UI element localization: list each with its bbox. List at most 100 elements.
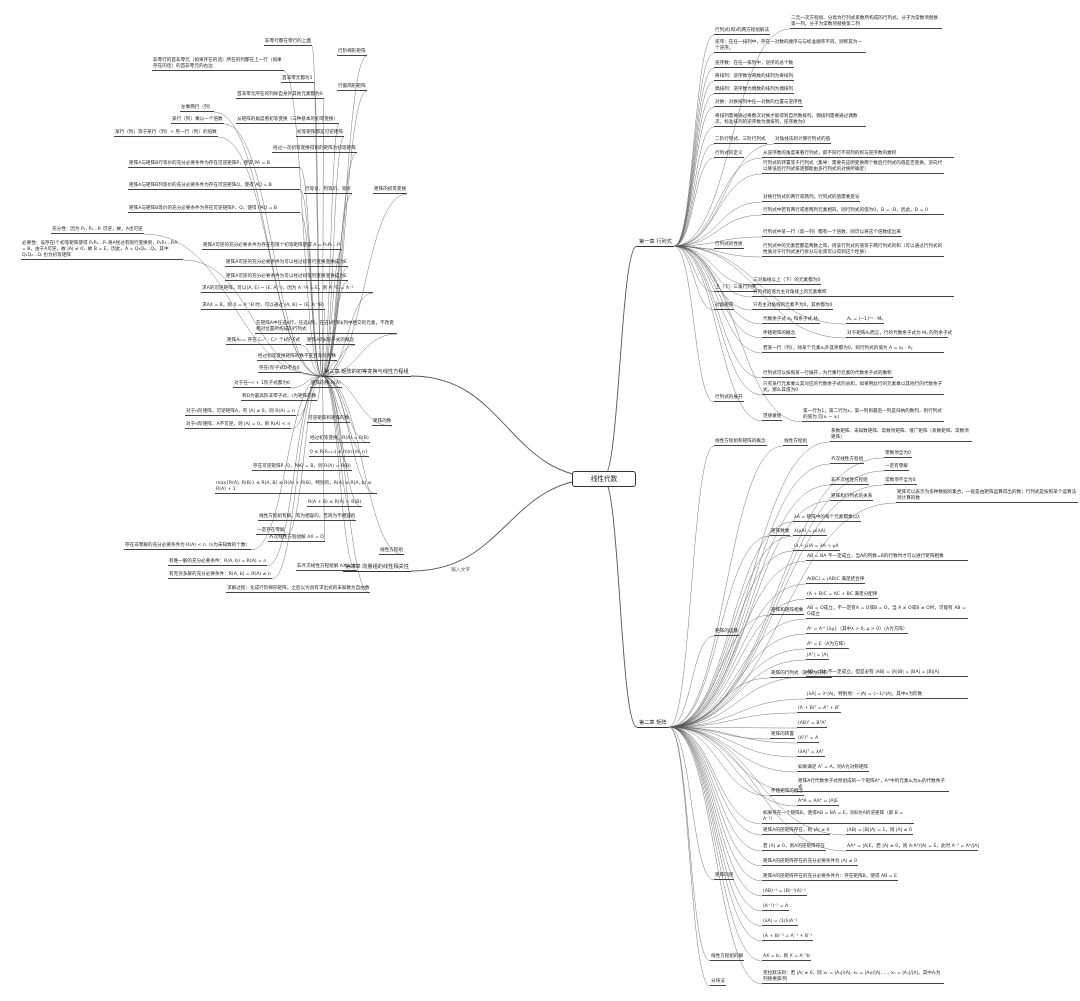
ch1-node[interactable]: 对角线法则计算行列式的值 bbox=[774, 137, 832, 144]
ch1-node[interactable]: 三对角线以上（下）的元素都为0 bbox=[752, 278, 822, 285]
ch1-node[interactable]: 二元一次方程组、分母为行列式系数所构成的行列式，分子为常数项替换第一列，分子为常… bbox=[790, 16, 942, 29]
branch-ch2[interactable]: 第二章 矩阵 bbox=[637, 720, 669, 728]
ch2-node[interactable]: AB = O成立，不一定有A = O或B = O，当 A ≠ O或B ≠ O时，… bbox=[806, 606, 968, 619]
ch3-node[interactable]: 初等矩阵都是可逆矩阵 bbox=[296, 130, 344, 137]
ch3-node[interactable]: 对于任一r + 1阶子式都为0 bbox=[233, 381, 291, 388]
ch3-node[interactable]: 有唯一解的充分必要条件：R(A, b) = R(A) = n bbox=[168, 559, 268, 566]
ch2-node[interactable]: 一定有零解 bbox=[884, 464, 909, 471]
ch1-node[interactable]: 偶排列：逆序数为偶数的排列为偶排列 bbox=[714, 87, 795, 94]
branch-ch4[interactable]: 第四章 向量组的线性相关性 bbox=[343, 564, 411, 572]
ch3-node[interactable]: 必要性：设存在l个初等矩阵使得 P₁P₂…Pₗ 将A经过有限行变换到，P₁P₂…… bbox=[21, 241, 183, 260]
ch3-node[interactable]: 矩阵A与矩阵B等价的充分必要条件为存在可逆矩阵P、Q，使得 PAQ = B bbox=[128, 206, 300, 213]
ch2-node[interactable]: |AB| = |B||A| = 1，则 |A| ≠ 0 bbox=[846, 828, 913, 835]
ch2-node[interactable]: 伴随矩阵的概念 bbox=[770, 789, 805, 796]
ch3-node[interactable]: 对于n阶矩阵，A不可逆，则 |A| = 0，则 R(A) < n bbox=[185, 422, 292, 429]
ch2-node[interactable]: (λA) = (1/λ)A⁻¹ bbox=[762, 919, 799, 926]
ch2-node[interactable]: 矩阵可以表示为多种数据的集合，一般是由矩阵运算得出的数；行列式是按照某个运算法则… bbox=[896, 490, 1078, 503]
ch3-node[interactable]: 非齐次线性方程组解 AX = b bbox=[296, 564, 357, 571]
ch3-node[interactable]: 矩阵A的k阶子式的概念 bbox=[306, 338, 356, 345]
ch2-node[interactable]: (λ + μ)A = λA + μA bbox=[793, 544, 840, 551]
ch3-node[interactable]: 矩阵Aₘₓₙ 存在 Cₘᵏ · Cₙᵏ 个k阶子式 bbox=[226, 338, 302, 345]
ch3-node[interactable]: 矩阵的秩 bbox=[372, 419, 393, 426]
ch3-node[interactable]: 矩阵A可逆的充分必要条件为可以经过初等列变换变换成为E bbox=[225, 274, 348, 281]
ch3-node[interactable]: 矩阵的秩 R(A) bbox=[310, 381, 342, 388]
ch1-node[interactable]: 上（下）三角行列式 bbox=[714, 285, 758, 292]
ch3-node[interactable]: 行最简形矩阵 bbox=[337, 84, 367, 91]
ch2-node[interactable]: (A + B)C = AC + BC 满足分配律 bbox=[806, 592, 879, 599]
ch1-node[interactable]: 行列式中若有两行或者两列元素相同，则行列式的值为0，D = -D，因此，D = … bbox=[762, 208, 944, 215]
ch2-node[interactable]: |Aᵀ| = |A| bbox=[806, 653, 830, 660]
ch1-node[interactable]: 第一行为1，第二行为x，第一列到最后一列是归纳的数列，则行列式的值为 ∏(xᵢ … bbox=[802, 409, 944, 422]
ch3-node[interactable]: 矩阵A可逆的充分必要条件为可以经过初等行变换变换成为E bbox=[225, 260, 348, 267]
ch2-node[interactable]: 矩阵数乘 bbox=[770, 529, 791, 536]
ch2-node[interactable]: (A + B)ᵀ = Aᵀ + Bᵀ bbox=[797, 706, 841, 713]
ch2-node[interactable]: 克拉默法则：若 |A| ≠ 0，则 x₁ = |A₁|/|A|, x₂ = |A… bbox=[762, 971, 944, 984]
ch2-node[interactable]: 线性方程组 bbox=[783, 439, 808, 446]
ch1-node[interactable]: 奇排列需要通过奇数次对换才能得到自然数排列，偶排列需要通过偶数次，标准排列的逆序… bbox=[714, 114, 866, 127]
ch2-node[interactable]: 分块法 bbox=[710, 979, 726, 986]
ch3-node[interactable]: 首非零元所在的列除自身外其他元素都为0 bbox=[236, 92, 324, 99]
ch1-node[interactable]: 范德蒙德 bbox=[762, 414, 783, 421]
branch-ch3[interactable]: 第三章 矩阵的初等变换与线性方程组 bbox=[322, 369, 411, 377]
ch1-node[interactable]: 逆序：在任一排列中，存在一对数的顺序与与标准顺序不同，则称其为一个逆序。 bbox=[714, 40, 866, 53]
ch2-node[interactable]: 矩阵和行列式的关系 bbox=[830, 494, 874, 501]
ch2-node[interactable]: 矩阵A行代数余子式所组成的一个矩阵A*，A*中的元素aᵢⱼ为aᵢⱼ的代数余子式 bbox=[797, 779, 949, 792]
ch3-node[interactable]: 0 ≤ R(Aₘₓₙ) ≤ min{m, n} bbox=[309, 450, 369, 457]
ch3-node[interactable]: 经过初等变换，R(A) = R(B) bbox=[309, 436, 370, 443]
ch1-node[interactable]: 行列式的展开 bbox=[714, 395, 744, 402]
ch2-node[interactable]: 矩阵的行列式（矩阵为方阵） bbox=[770, 671, 832, 678]
ch2-node[interactable]: 零数项全为0 bbox=[884, 451, 912, 458]
ch2-node[interactable]: 如果存在一个矩阵B，使得AB = BA = E，则B为A的逆矩阵（即 B = A… bbox=[762, 811, 914, 824]
ch3-node[interactable]: 有无穷多解的充分必要条件：R(A, b) = R(A) ≠ n bbox=[168, 572, 272, 579]
ch3-node[interactable]: 左乘两行（列） bbox=[180, 105, 215, 112]
ch1-node[interactable]: 只有主对角线的元素不为0，其余都为0 bbox=[752, 303, 834, 310]
ch3-node[interactable]: 矩阵A与矩阵B行等价的充分必要条件为存在可逆矩阵P，使得 PA = B bbox=[128, 161, 300, 168]
ch2-node[interactable]: Aᵏ = A^{λμ}（其中λ > 0, μ > 0）（A为方阵） bbox=[806, 627, 909, 634]
ch3-node[interactable]: 某行（列）乘以一个倍数 bbox=[171, 117, 224, 124]
ch1-node[interactable]: 行列式(和)的两方程组解法 bbox=[714, 28, 771, 35]
ch3-node[interactable]: 求解过程：化成行阶梯形矩阵，之后以为具有求出式的未知数为自由数 bbox=[226, 586, 371, 593]
ch1-node[interactable]: 只有某行元素乘以其对应的代数余子式的总和，如果用此行的元素乘以其他行的代数余子式… bbox=[762, 382, 944, 395]
ch2-node[interactable]: A*A = AA* = |A|E bbox=[797, 799, 839, 806]
ch3-node[interactable]: 一定存在零解 bbox=[256, 528, 286, 535]
ch2-node[interactable]: 矩阵A的逆矩阵存在的充分必要条件为：存在矩阵B，使得 AB = E bbox=[762, 874, 898, 881]
ch3-node[interactable]: 某行（列）等于某行（列）+ 另一行（列）的倍数 bbox=[114, 130, 218, 137]
ch1-node[interactable]: 若某一行（列），除某个元素aᵢⱼ外其余都为0，则行列式的值为 A = aᵢⱼ ·… bbox=[762, 346, 944, 353]
ch1-node[interactable]: 行列式的转置等于行列式（集导：需要先证明变换两个数后行列式的值是否变换，逆向代以… bbox=[762, 161, 944, 174]
ch3-node[interactable]: 对于n阶矩阵，可逆矩阵A，有 |A| ≠ 0，则 R(A) = n bbox=[185, 409, 296, 416]
ch1-node[interactable]: 行列式中某一行（第一列）都有一个倍数，则可以将这个倍数提出来 bbox=[762, 230, 902, 237]
ch3-node[interactable]: 从矩阵的角度看初等变换（三种基本的初等变换） bbox=[236, 117, 340, 124]
ch2-node[interactable]: (λA)ᵀ = λAᵀ bbox=[797, 750, 825, 757]
ch3-node[interactable]: 充分性：因为 P₁, P₂…Pₗ 可逆，故，A也可逆 bbox=[51, 227, 144, 234]
ch3-node[interactable]: 非零行的首非零元（如果存在的话）所在的列都在上一行（如果存在的话）的首非零元的右… bbox=[152, 58, 284, 71]
ch3-node[interactable]: 求A的可逆矩阵，可以(A, E) ~ (E, A⁻¹)，因为 A⁻¹A = E，… bbox=[201, 286, 373, 293]
ch1-node[interactable]: 从逆序数的角度来看行列式，即不同行不同列的积与逆序数的乘积 bbox=[762, 151, 954, 158]
ch1-node[interactable]: 对于矩阵Aᵢⱼ而言，行的代数余子式为 Mᵢⱼ 的列余子式 bbox=[846, 331, 953, 338]
ch1-node[interactable]: Aᵢⱼ = (−1)ⁱ⁺ʲ · Mᵢⱼ bbox=[846, 317, 884, 324]
ch2-node[interactable]: A⁰ = E（A为方阵） bbox=[806, 642, 849, 649]
ch1-node[interactable]: 伴随矩阵的概念 bbox=[762, 331, 797, 338]
ch2-node[interactable]: (Aᵀ)ᵀ = A bbox=[797, 736, 820, 743]
ch1-node[interactable]: 行列式中的元素若都是两数之和，则该行列式的值等于两行列式的和（可以通过行列式的性… bbox=[762, 244, 944, 257]
ch1-node[interactable]: 代数余子式 Aᵢⱼ 和余子式 Mᵢⱼ bbox=[762, 317, 821, 324]
ch2-node[interactable]: AA* = |A|E，若 |A| ≠ 0，则 A·A*/|A| = E，此时 A… bbox=[846, 844, 979, 851]
ch3-node[interactable]: 线性方程组有解，有为相容的，否则为不相容的 bbox=[258, 514, 357, 521]
ch1-node[interactable]: 逆序数：在任一排列中，逆序的总个数 bbox=[714, 61, 795, 68]
ch3-node[interactable]: 存在非零解的充分必要条件为 R(A) < n（n为未知数的个数） bbox=[124, 543, 252, 550]
ch1-node[interactable]: 行列式的定义 bbox=[714, 151, 744, 158]
ch2-node[interactable]: (A⁻¹)⁻¹ = A bbox=[762, 904, 790, 911]
ch2-node[interactable]: 矩阵A的逆矩阵存在的充分必要条件为 |A| ≠ 0 bbox=[762, 859, 859, 866]
ch3-node[interactable]: 称D为最高阶非零子式，r为矩阵的秩 bbox=[241, 394, 318, 401]
ch2-node[interactable]: 线性方程组的解 bbox=[710, 954, 745, 961]
ch1-node[interactable]: 奇排列：逆序数为奇数的排列为奇排列 bbox=[714, 74, 795, 81]
ch3-node[interactable]: 经过一次初等变换得到的矩阵为初等矩阵 bbox=[272, 146, 357, 153]
ch1-node[interactable]: 对角矩阵 bbox=[714, 303, 735, 310]
ch2-node[interactable]: 若 |A| ≠ 0，则A的逆矩阵存在 bbox=[762, 844, 826, 851]
ch1-node[interactable]: 二阶行列式、三阶行列式 bbox=[714, 137, 767, 144]
ch3-node[interactable]: 齐次线性方程组解 AX = O bbox=[268, 535, 325, 542]
ch1-node[interactable]: 对换行列式的两行或两列，行列式的值需要变号 bbox=[762, 195, 861, 202]
ch3-node[interactable]: 存在可逆矩阵P, Q，PAQ = B，则 R(A) = R(B) bbox=[252, 464, 352, 471]
ch1-node[interactable]: 对换：对换排列中任一对数的位置与逆序性 bbox=[714, 100, 804, 107]
ch3-node[interactable]: 经过初等变换矩阵的秩不变且等价的秩 bbox=[257, 354, 338, 361]
ch2-node[interactable]: |λA| = λⁿ|A|，特别地：−|A| = (−1)ⁿ|A|，其中n为阶数 bbox=[806, 692, 968, 699]
